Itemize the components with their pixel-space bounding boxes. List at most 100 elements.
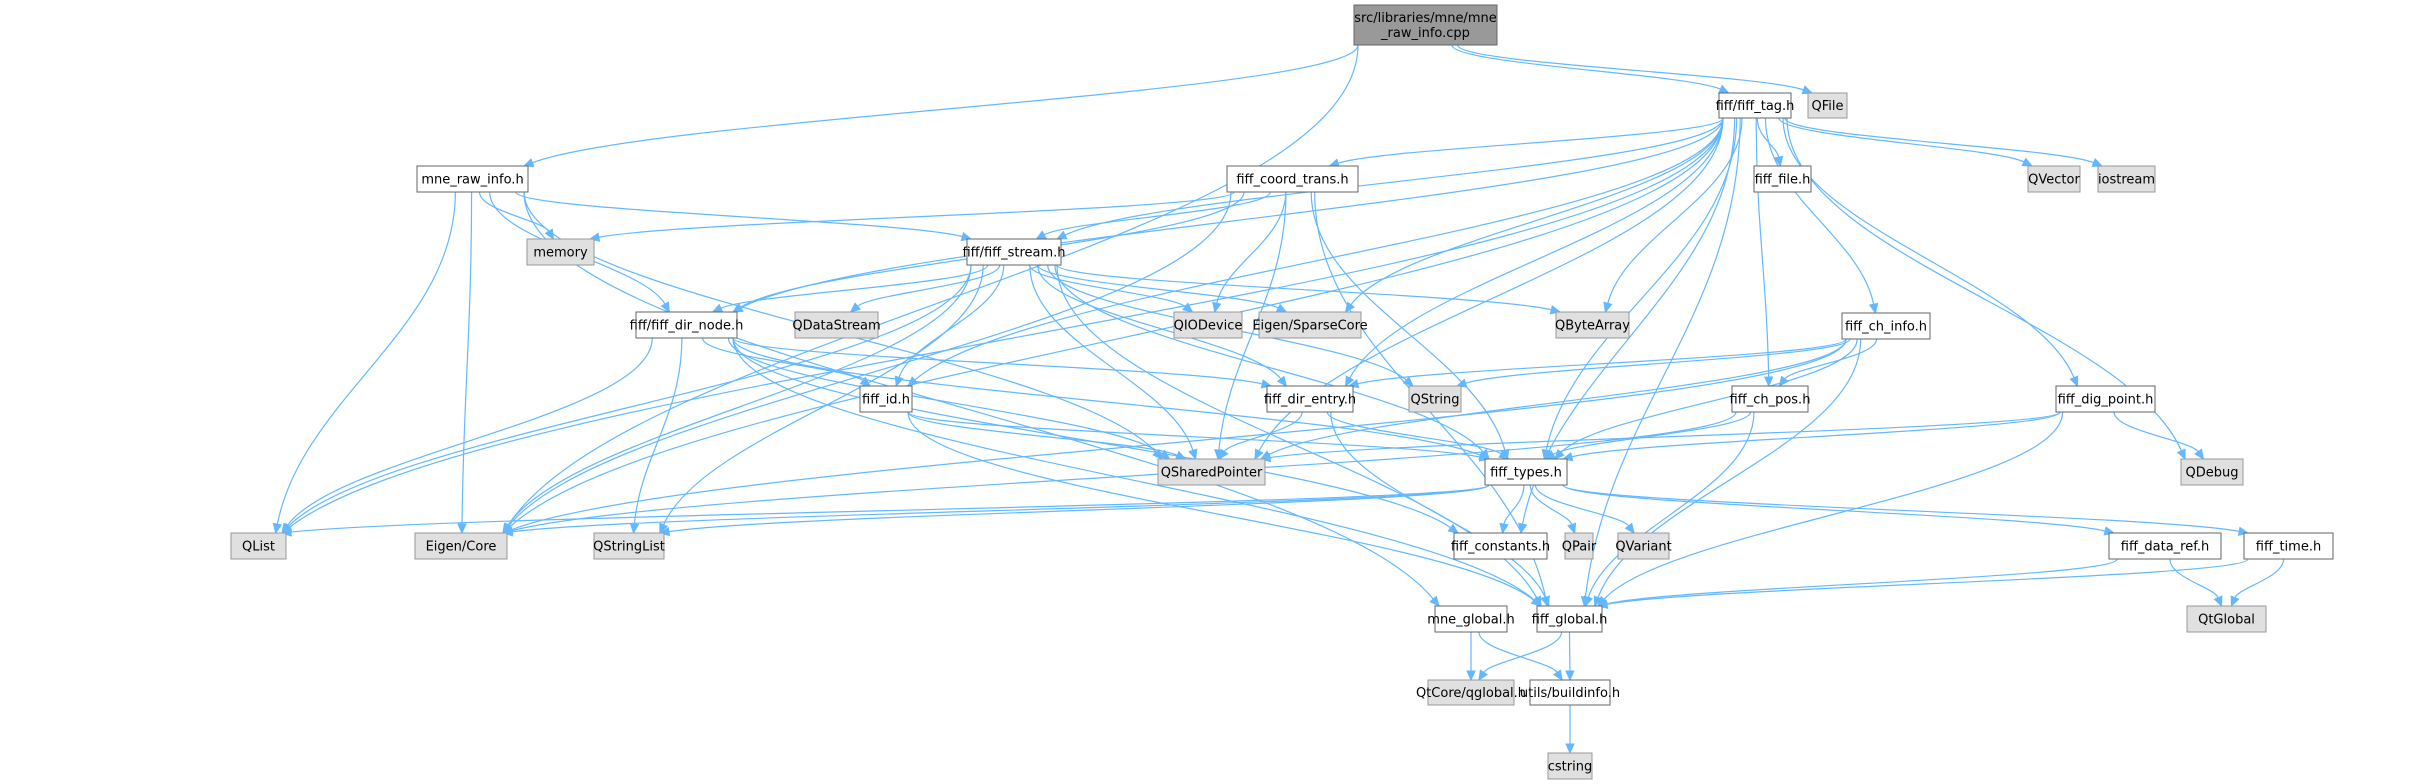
node-label: QList <box>242 540 275 555</box>
node-fiff-fiff-stream-h[interactable]: fiff/fiff_stream.h <box>962 238 1066 266</box>
node-label: QByteArray <box>1555 319 1630 334</box>
node-eigen-sparsecore: Eigen/SparseCore <box>1252 311 1368 339</box>
arrowhead-icon <box>1402 376 1414 387</box>
arrowhead-icon <box>1801 85 1814 95</box>
arrowhead-icon <box>859 376 872 387</box>
node-fiff-data-ref-h[interactable]: fiff_data_ref.h <box>2108 532 2222 560</box>
edge-root-to-QFile <box>1457 44 1814 95</box>
node-fiff-ch-info-h[interactable]: fiff_ch_info.h <box>1841 312 1931 340</box>
node-mne-global-h[interactable]: mne_global.h <box>1427 605 1515 633</box>
node-box <box>2243 532 2334 560</box>
node-box <box>1427 679 1515 706</box>
node-label: fiff_global.h <box>1532 613 1608 628</box>
node-label: Eigen/Core <box>426 540 497 555</box>
node-fiff-fiff-tag-h[interactable]: fiff/fiff_tag.h <box>1716 92 1795 119</box>
node-label: utils/buildinfo.h <box>1520 686 1620 701</box>
edge-fiff_data_ref-to-fiff_global <box>1596 558 2118 609</box>
edge-line <box>907 411 1481 458</box>
arrowhead-icon <box>1544 449 1557 460</box>
edge-line <box>1529 484 1573 525</box>
node-label: fiff_dig_point.h <box>2058 393 2154 408</box>
node-fiff-constants-h[interactable]: fiff_constants.h <box>1451 532 1550 560</box>
node-label: fiff_data_ref.h <box>2121 540 2210 555</box>
node-label: src/libraries/mne/mne <box>1354 11 1496 26</box>
edge-line <box>720 264 989 309</box>
node-fiff-global-h[interactable]: fiff_global.h <box>1532 605 1608 633</box>
edge-line <box>1269 411 2061 459</box>
arrowhead-icon <box>2194 448 2205 461</box>
edge-line <box>1465 338 1851 384</box>
arrowhead-icon <box>1188 448 1198 461</box>
node-label: iostream <box>2098 173 2155 188</box>
node-qdatastream: QDataStream <box>792 311 881 339</box>
edge-line <box>1607 117 1743 304</box>
node-label: fiff_id.h <box>862 393 910 408</box>
node-iostream: iostream <box>2097 165 2156 193</box>
arrowhead-icon <box>711 303 724 313</box>
edge-fiff_dig_point-to-QSharedPointer <box>1259 411 2061 463</box>
node-fiff-file-h[interactable]: fiff_file.h <box>1753 165 1812 193</box>
arrowhead-icon <box>731 302 744 313</box>
edge-line <box>1562 484 2106 532</box>
node-box <box>794 311 879 339</box>
node-fiff-coord-trans-h[interactable]: fiff_coord_trans.h <box>1226 165 1359 193</box>
node-box <box>1529 679 1611 706</box>
node-fiff-dig-point-h[interactable]: fiff_dig_point.h <box>2055 385 2156 413</box>
node-fiff-time-h[interactable]: fiff_time.h <box>2243 532 2334 560</box>
arrowhead-icon <box>1455 378 1468 388</box>
arrowhead-icon <box>1567 522 1577 535</box>
edge-line <box>1457 44 1804 91</box>
node-src-libraries-mne-mne-raw-info-cpp[interactable]: src/libraries/mne/mne_raw_info.cpp <box>1353 4 1498 46</box>
edge-line <box>1534 484 1630 527</box>
edge-fiff_stream-to-fiff_dir_entry <box>1037 264 1288 387</box>
arrowhead-icon <box>1773 155 1784 168</box>
edge-fiff_stream-to-QSharedPointer <box>1029 264 1198 461</box>
edge-fiff_tag-to-fiff_ch_info <box>1764 117 1879 315</box>
node-box <box>2186 605 2267 633</box>
node-fiff-dir-entry-h[interactable]: fiff_dir_entry.h <box>1264 385 1356 413</box>
arrowhead-icon <box>1182 302 1194 313</box>
node-box <box>1718 92 1792 119</box>
node-label: QStringList <box>593 540 665 555</box>
arrowhead-icon <box>1517 522 1528 535</box>
edge-fiff_stream-to-fiff_types <box>1054 264 1490 460</box>
node-fiff-types-h[interactable]: fiff_types.h <box>1484 458 1568 486</box>
edge-mne_raw_info_h-to-EigenCore <box>457 191 473 535</box>
edge-fiff_types-to-fiff_time <box>1562 484 2250 536</box>
edge-fiff_id-to-fiff_global <box>907 411 1542 607</box>
edge-fiff_coord_trans-to-memory <box>588 191 1235 242</box>
edge-line <box>2234 558 2285 599</box>
node-label: fiff/fiff_dir_node.h <box>630 319 744 334</box>
node-label: fiff_dir_entry.h <box>1264 393 1356 408</box>
edge-line <box>287 264 972 527</box>
node-fiff-ch-pos-h[interactable]: fiff_ch_pos.h <box>1730 385 1811 413</box>
node-qtglobal: QtGlobal <box>2186 605 2267 633</box>
node-box <box>1266 385 1354 413</box>
arrowhead-icon <box>1447 523 1460 534</box>
node-fiff-id-h[interactable]: fiff_id.h <box>859 385 913 413</box>
edge-fiff_tag-to-QVector <box>1778 117 2034 167</box>
node-utils-buildinfo-h[interactable]: utils/buildinfo.h <box>1520 679 1620 706</box>
arrowhead-icon <box>1254 448 1264 461</box>
edge-fiff_tag-to-fiff_stream <box>1055 117 1724 240</box>
edge-fiff_stream-to-QByteArray <box>1056 264 1562 315</box>
arrowhead-icon <box>1466 670 1476 682</box>
edge-line <box>286 337 653 527</box>
arrowhead-icon <box>660 301 670 314</box>
node-box <box>1408 385 1462 413</box>
node-mne-raw-info-h[interactable]: mne_raw_info.h <box>416 165 529 193</box>
node-label: memory <box>533 246 588 261</box>
edge-line <box>914 117 1724 381</box>
arrowhead-icon <box>1499 522 1509 535</box>
edge-fiff_stream-to-fiff_dir_node <box>711 264 989 313</box>
edge-line <box>1216 191 1287 304</box>
edge-fiff_ch_info-to-fiff_ch_pos <box>1778 338 1878 387</box>
edge-line <box>732 337 1481 457</box>
edge-line <box>1478 631 1558 673</box>
node-fiff-fiff-dir-node-h[interactable]: fiff/fiff_dir_node.h <box>630 311 744 339</box>
edge-fiff_dir_entry-to-fiff_types <box>1326 411 1510 460</box>
edge-fiff_tag-to-fiff_dig_point <box>1782 117 2079 388</box>
arrowhead-icon <box>1498 449 1510 460</box>
node-label: _raw_info.cpp <box>1380 26 1470 41</box>
